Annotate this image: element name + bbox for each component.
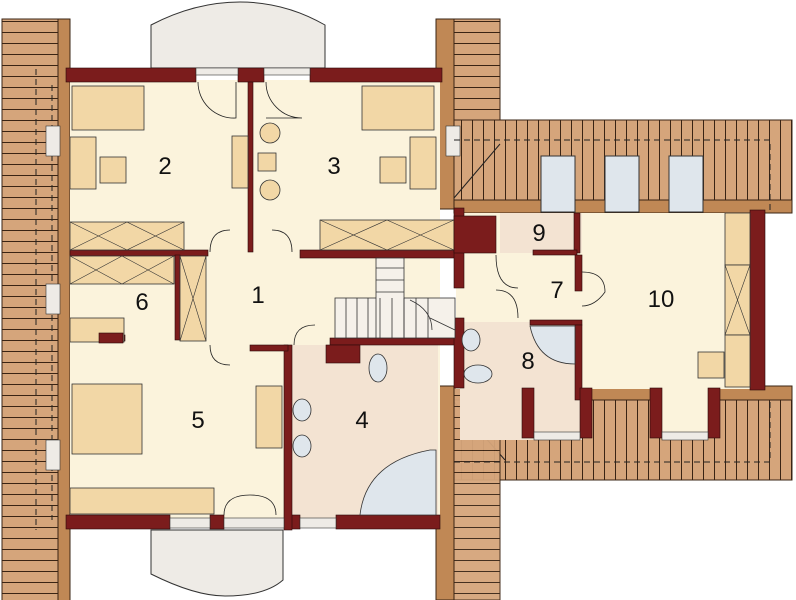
tv-room-5 xyxy=(255,385,283,449)
toilet-bath-4 xyxy=(368,353,388,383)
wardrobe-5 xyxy=(69,487,215,515)
armchair-2 xyxy=(259,179,281,201)
room-label-10: 10 xyxy=(647,286,675,313)
balcony-top xyxy=(150,1,326,69)
toilet-bath-8 xyxy=(463,364,493,384)
wardrobe-crosses xyxy=(69,219,751,342)
chair-room-2 xyxy=(99,156,127,184)
armchair-1 xyxy=(259,122,281,144)
chair-room-3 xyxy=(379,156,407,184)
dormer-windows xyxy=(540,155,704,213)
bed-room-3 xyxy=(361,85,435,131)
desk-room-2 xyxy=(69,136,97,190)
room-label-8: 8 xyxy=(521,348,535,375)
tv-room-2 xyxy=(231,135,249,189)
wardrobe-2 xyxy=(69,221,185,251)
bed-room-5 xyxy=(71,383,143,455)
shower-bath-8 xyxy=(529,325,576,365)
door-swings xyxy=(197,81,606,516)
sink-bath-4-2 xyxy=(292,434,312,458)
room-label-9: 9 xyxy=(532,220,546,247)
chair-room-10 xyxy=(697,351,725,379)
utility-blocks xyxy=(98,215,497,364)
room-label-5: 5 xyxy=(191,407,205,434)
desk-room-10 xyxy=(724,334,751,388)
room-label-3: 3 xyxy=(327,153,341,180)
room-label-6: 6 xyxy=(135,289,149,316)
wall-windows xyxy=(45,67,709,529)
sink-bath-8 xyxy=(461,328,481,352)
room-label-2: 2 xyxy=(158,153,172,180)
sanitary-fixtures xyxy=(292,325,576,516)
dashed-overlays xyxy=(454,139,771,463)
balcony-bottom xyxy=(150,529,284,597)
tv-room-10 xyxy=(724,212,751,266)
room-label-1: 1 xyxy=(251,282,265,309)
floor-bay-10 xyxy=(662,388,708,440)
wardrobe-3 xyxy=(319,219,455,251)
sink-bath-4-1 xyxy=(292,398,312,422)
bed-room-2 xyxy=(71,85,145,131)
desk-room-3 xyxy=(409,136,437,190)
table-room-3 xyxy=(257,152,277,172)
bathtub-bath-4 xyxy=(359,449,437,516)
staircase xyxy=(334,257,456,339)
wardrobe-6a xyxy=(69,255,175,285)
room-label-4: 4 xyxy=(355,407,369,434)
room-label-7: 7 xyxy=(550,277,564,304)
floor-room-9 xyxy=(500,213,582,253)
floor-bay-8 xyxy=(534,388,580,440)
